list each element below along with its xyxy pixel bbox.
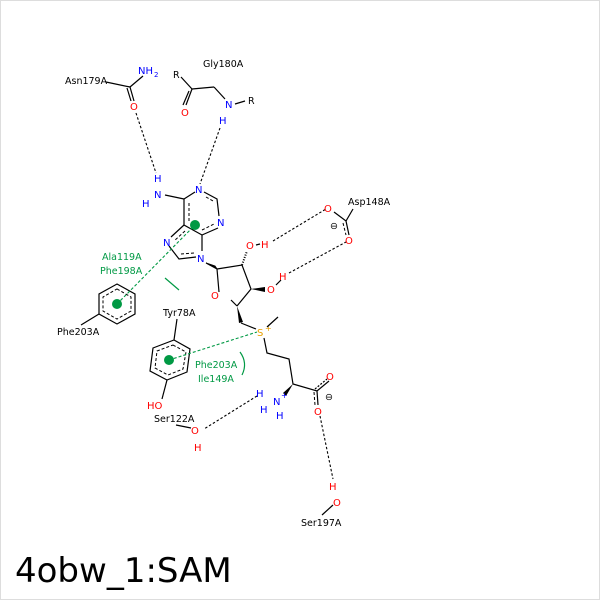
tyr78-label: Tyr78A <box>162 308 196 319</box>
atom-n: N <box>225 100 232 111</box>
atom-o: O <box>267 285 275 296</box>
atom-o: O <box>314 407 322 418</box>
atom-r: R <box>173 70 180 81</box>
hbond-ser122 <box>203 395 258 430</box>
adenine: H N H N N N N <box>142 174 224 265</box>
hydrophobic-residue-label: Ala119A <box>102 252 142 263</box>
atom-n: N <box>197 254 204 265</box>
atom-o: O <box>326 372 334 383</box>
hydrophobic-residue-label: Phe198A <box>100 266 143 277</box>
hydrophobic-residue-label: Phe203A <box>195 360 238 371</box>
hbond-asn179 <box>135 112 157 174</box>
hbond-asp148-b <box>288 241 347 274</box>
residue-gly180: Gly180A R O N R H <box>173 59 255 127</box>
charge-minus: ⊖ <box>330 221 338 232</box>
atom-n: N <box>273 397 280 408</box>
atom-r: R <box>248 96 255 107</box>
hbond-asp148-a <box>272 208 327 242</box>
atom-o: O <box>130 102 138 113</box>
hydrophobic-contact-2: Phe203A Ile149A <box>195 351 246 385</box>
atom-o: O <box>181 108 189 119</box>
atom-h: H <box>256 389 264 400</box>
ser197-label: Ser197A <box>301 518 342 529</box>
charge-minus: ⊖ <box>325 392 333 403</box>
atom-o: O <box>345 236 353 247</box>
atom-h: H <box>154 174 162 185</box>
ser122-label: Ser122A <box>154 414 195 425</box>
atom-ho: HO <box>147 401 163 412</box>
atom-o: O <box>211 291 219 302</box>
atom-n: N <box>195 185 202 196</box>
charge-plus: + <box>281 391 288 400</box>
residue-asn179: Asn179A NH 2 O <box>65 66 158 113</box>
asn179-label: Asn179A <box>65 76 108 87</box>
hbond-ser197 <box>319 415 334 480</box>
atom-h: H <box>279 272 287 283</box>
diagram-title: 4obw_1:SAM <box>15 551 232 591</box>
cation-pi-tyr78 <box>168 331 258 361</box>
methionine: S + O O ⊖ N + H H H <box>256 316 334 422</box>
atom-h: H <box>142 199 150 210</box>
hydrophobic-contact-1: Ala119A Phe198A <box>100 252 180 291</box>
atom-s: S <box>257 328 263 339</box>
atom-h: H <box>219 116 227 127</box>
atom-o: O <box>246 241 254 252</box>
atom-n: N <box>163 238 170 249</box>
atom-n: NH <box>138 66 153 77</box>
atom-h: H <box>194 443 202 454</box>
hbond-gly180 <box>199 127 221 185</box>
gly180-label: Gly180A <box>203 59 244 70</box>
residue-phe203-ring: Phe203A <box>57 283 136 338</box>
charge-plus: + <box>265 324 272 333</box>
ribose: O O H O H <box>205 240 287 330</box>
residue-tyr78: Tyr78A HO <box>147 308 196 412</box>
residue-ser197: H O Ser197A <box>301 482 342 529</box>
atom-h: H <box>329 482 337 493</box>
pi-stacking-phe203 <box>116 224 196 305</box>
asp148-label: Asp148A <box>348 197 391 208</box>
atom-subscript: 2 <box>154 71 158 79</box>
atom-h: H <box>261 240 269 251</box>
residue-ser122: Ser122A O H <box>154 414 202 454</box>
atom-h: H <box>260 405 268 416</box>
atom-n: N <box>217 218 224 229</box>
residue-asp148: Asp148A O O ⊖ <box>324 197 391 247</box>
hydrophobic-residue-label: Ile149A <box>198 374 234 385</box>
atom-o: O <box>333 498 341 509</box>
atom-n: N <box>154 190 161 201</box>
atom-o: O <box>324 204 332 215</box>
atom-h: H <box>276 411 284 422</box>
atom-o: O <box>191 426 199 437</box>
phe203-label: Phe203A <box>57 327 100 338</box>
